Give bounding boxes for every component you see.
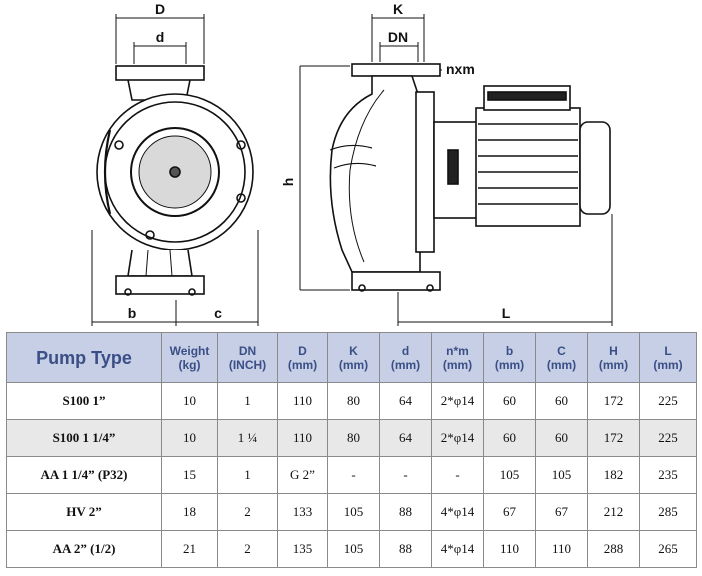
cell-b: 67 [483,493,536,531]
cell-b: 105 [483,456,536,494]
motor-fins [478,123,578,205]
side-view-drawing [299,14,613,326]
cell-c: 110 [535,530,588,568]
cell-b: 60 [483,419,536,457]
cell-nm: 2*φ14 [431,419,484,457]
dimension-label-c: c [214,305,222,321]
dimension-label-L: L [502,305,511,321]
cell-d-upper: G 2” [277,456,328,494]
header-l: L(mm) [639,332,697,383]
cell-d-lower: 88 [379,530,432,568]
dimension-label-D: D [155,1,165,17]
cell-d-upper: 133 [277,493,328,531]
cell-dn: 1 [217,456,278,494]
front-view-drawing [91,14,259,326]
cell-pump-type: S100 1” [6,382,162,420]
cell-pump-type: S100 1 1/4” [6,419,162,457]
cell-dn: 2 [217,530,278,568]
cell-l: 225 [639,382,697,420]
cell-nm: 4*φ14 [431,493,484,531]
header-d-upper: D(mm) [277,332,328,383]
cell-dn: 2 [217,493,278,531]
table-row: HV 2” 18 2 133 105 88 4*φ14 67 67 212 28… [6,493,697,531]
header-nm: n*m(mm) [431,332,484,383]
cell-c: 67 [535,493,588,531]
cell-b: 60 [483,382,536,420]
cell-l: 225 [639,419,697,457]
dimension-label-nxm: nxm [446,61,475,77]
cell-pump-type: AA 2” (1/2) [6,530,162,568]
dimension-label-d: d [156,29,165,45]
header-h: H(mm) [587,332,640,383]
table-row: S100 1” 10 1 110 80 64 2*φ14 60 60 172 2… [6,382,697,420]
cell-d-lower: - [379,456,432,494]
dimension-label-h: h [280,178,296,187]
header-c: C(mm) [535,332,588,383]
cell-d-upper: 135 [277,530,328,568]
table-row: AA 2” (1/2) 21 2 135 105 88 4*φ14 110 11… [6,530,697,568]
cell-l: 285 [639,493,697,531]
cell-h: 212 [587,493,640,531]
cell-h: 182 [587,456,640,494]
dimension-label-K: K [393,1,403,17]
cell-d-lower: 64 [379,419,432,457]
cell-nm: - [431,456,484,494]
cell-weight: 10 [161,382,218,420]
cell-nm: 4*φ14 [431,530,484,568]
cell-h: 172 [587,382,640,420]
cell-h: 288 [587,530,640,568]
dimension-label-b: b [128,305,137,321]
cell-l: 265 [639,530,697,568]
cell-d-upper: 110 [277,382,328,420]
cell-h: 172 [587,419,640,457]
dimension-label-DN: DN [388,29,408,45]
header-b: b(mm) [483,332,536,383]
cell-nm: 2*φ14 [431,382,484,420]
cell-d-lower: 64 [379,382,432,420]
cell-k: 105 [327,530,380,568]
header-weight: Weight(kg) [161,332,218,383]
cell-dn: 1 ¼ [217,419,278,457]
cell-l: 235 [639,456,697,494]
cell-weight: 15 [161,456,218,494]
table-row: S100 1 1/4” 10 1 ¼ 110 80 64 2*φ14 60 60… [6,419,697,457]
cell-k: 80 [327,419,380,457]
header-pump-type: Pump Type [6,332,162,383]
cell-c: 105 [535,456,588,494]
cell-weight: 10 [161,419,218,457]
pump-spec-table: Pump Type Weight(kg) DN(INCH) D(mm) K(mm… [6,332,697,568]
header-k: K(mm) [327,332,380,383]
cell-pump-type: AA 1 1/4” (P32) [6,456,162,494]
cell-d-lower: 88 [379,493,432,531]
cell-c: 60 [535,419,588,457]
cell-k: 105 [327,493,380,531]
cell-dn: 1 [217,382,278,420]
cell-b: 110 [483,530,536,568]
table-row: AA 1 1/4” (P32) 15 1 G 2” - - - 105 105 … [6,456,697,494]
cell-pump-type: HV 2” [6,493,162,531]
cell-d-upper: 110 [277,419,328,457]
cell-weight: 21 [161,530,218,568]
cell-k: - [327,456,380,494]
cell-k: 80 [327,382,380,420]
header-d-lower: d(mm) [379,332,432,383]
cell-weight: 18 [161,493,218,531]
pump-technical-drawing: D d b c [91,1,613,326]
cell-c: 60 [535,382,588,420]
header-dn: DN(INCH) [217,332,278,383]
